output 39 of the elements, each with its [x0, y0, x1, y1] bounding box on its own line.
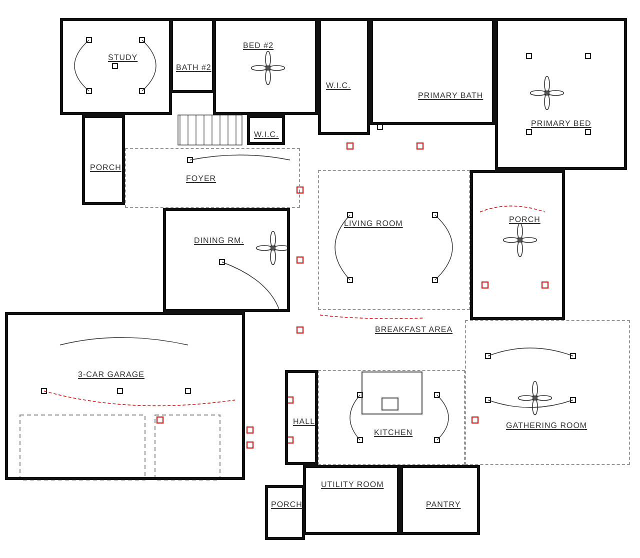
room-outline — [465, 320, 630, 465]
room-label: PRIMARY BATH — [418, 91, 484, 100]
room-label: 3-CAR GARAGE — [78, 370, 144, 379]
room-label: UTILITY ROOM — [321, 480, 384, 489]
room-outline — [318, 170, 470, 310]
area-label: BREAKFAST AREA — [375, 325, 453, 334]
room-outline — [82, 115, 125, 205]
room-label: STUDY — [108, 53, 138, 62]
room-outline — [170, 18, 215, 93]
room-outline — [303, 465, 400, 535]
room-outline — [5, 312, 245, 480]
room-outline — [470, 170, 565, 320]
room-label: PRIMARY BED — [531, 119, 592, 128]
room-label: DINING RM. — [194, 236, 244, 245]
room-outline — [370, 18, 495, 125]
room-label: LIVING ROOM — [344, 219, 403, 228]
room-outline — [213, 18, 318, 115]
room-outline — [60, 18, 172, 115]
room-label: W.I.C. — [254, 130, 279, 139]
room-label: BATH #2 — [176, 63, 212, 72]
room-label: W.I.C. — [326, 81, 351, 90]
room-label: FOYER — [186, 174, 216, 183]
room-label: PORCH — [509, 215, 540, 224]
room-label: PORCH — [90, 163, 122, 172]
room-outline — [318, 370, 465, 465]
room-outline — [400, 465, 480, 535]
room-label: PORCH — [271, 500, 302, 509]
room-label: PANTRY — [426, 500, 461, 509]
room-label: KITCHEN — [374, 428, 413, 437]
room-outline — [285, 370, 318, 465]
room-outline — [125, 148, 300, 208]
room-outline — [318, 18, 370, 135]
room-outline — [163, 208, 290, 312]
room-outline — [265, 485, 305, 540]
room-outline — [495, 18, 627, 170]
room-label: GATHERING ROOM — [506, 421, 588, 430]
room-label: HALL — [293, 417, 316, 426]
room-outline — [247, 115, 285, 145]
room-label: BED #2 — [243, 41, 274, 50]
